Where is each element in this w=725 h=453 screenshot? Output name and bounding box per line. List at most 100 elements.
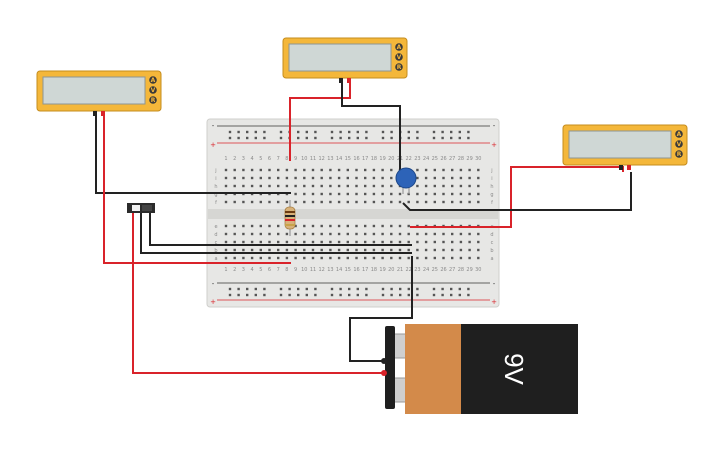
- rail-hole[interactable]: [365, 136, 368, 140]
- rail-hole[interactable]: [432, 136, 436, 140]
- terminal-hole[interactable]: [329, 232, 332, 236]
- terminal-hole[interactable]: [477, 240, 480, 244]
- terminal-hole[interactable]: [372, 200, 376, 204]
- terminal-hole[interactable]: [320, 224, 323, 228]
- terminal-hole[interactable]: [320, 168, 323, 172]
- terminal-hole[interactable]: [233, 256, 236, 260]
- rail-hole[interactable]: [279, 287, 283, 291]
- terminal-hole[interactable]: [303, 168, 306, 172]
- terminal-hole[interactable]: [242, 232, 245, 236]
- wire-black-right-meter[interactable]: [402, 172, 632, 211]
- terminal-hole[interactable]: [311, 256, 315, 260]
- terminal-hole[interactable]: [390, 224, 393, 228]
- terminal-hole[interactable]: [364, 232, 367, 236]
- terminal-hole[interactable]: [459, 248, 463, 252]
- terminal-hole[interactable]: [364, 184, 367, 188]
- rail-hole[interactable]: [279, 293, 283, 297]
- rail-hole[interactable]: [390, 293, 393, 297]
- terminal-hole[interactable]: [442, 248, 445, 252]
- terminal-hole[interactable]: [407, 200, 410, 204]
- capacitor[interactable]: [395, 167, 417, 194]
- terminal-hole[interactable]: [424, 248, 428, 252]
- terminal-hole[interactable]: [468, 248, 471, 252]
- rail-hole[interactable]: [263, 287, 266, 291]
- terminal-hole[interactable]: [355, 256, 358, 260]
- terminal-hole[interactable]: [311, 240, 315, 244]
- terminal-hole[interactable]: [459, 176, 463, 180]
- rail-hole[interactable]: [467, 293, 470, 297]
- multimeter-red-jack[interactable]: [347, 78, 351, 83]
- terminal-hole[interactable]: [329, 168, 332, 172]
- multimeter-red-jack[interactable]: [627, 165, 631, 170]
- rail-hole[interactable]: [416, 136, 419, 140]
- wire-black-switch-2[interactable]: [149, 213, 412, 246]
- terminal-hole[interactable]: [242, 256, 245, 260]
- rail-hole[interactable]: [339, 293, 342, 297]
- terminal-hole[interactable]: [224, 168, 228, 172]
- rail-hole[interactable]: [467, 136, 470, 140]
- terminal-hole[interactable]: [268, 240, 271, 244]
- terminal-hole[interactable]: [381, 248, 384, 252]
- terminal-hole[interactable]: [390, 248, 393, 252]
- terminal-hole[interactable]: [372, 224, 376, 228]
- switch-knob[interactable]: [132, 205, 140, 211]
- terminal-hole[interactable]: [364, 168, 367, 172]
- rail-hole[interactable]: [279, 130, 283, 134]
- terminal-hole[interactable]: [277, 240, 280, 244]
- rail-hole[interactable]: [441, 136, 444, 140]
- terminal-hole[interactable]: [303, 176, 306, 180]
- terminal-hole[interactable]: [442, 240, 445, 244]
- terminal-hole[interactable]: [303, 256, 306, 260]
- terminal-hole[interactable]: [407, 256, 410, 260]
- terminal-hole[interactable]: [329, 176, 332, 180]
- terminal-hole[interactable]: [477, 192, 480, 196]
- terminal-hole[interactable]: [355, 200, 358, 204]
- rail-hole[interactable]: [246, 136, 249, 140]
- terminal-hole[interactable]: [346, 248, 349, 252]
- terminal-hole[interactable]: [398, 248, 402, 252]
- terminal-hole[interactable]: [424, 176, 428, 180]
- terminal-hole[interactable]: [337, 248, 341, 252]
- terminal-hole[interactable]: [294, 240, 297, 244]
- terminal-hole[interactable]: [407, 232, 410, 236]
- rail-hole[interactable]: [399, 293, 402, 297]
- terminal-hole[interactable]: [407, 248, 410, 252]
- breadboard-holes[interactable]: [224, 130, 480, 297]
- terminal-hole[interactable]: [337, 168, 341, 172]
- terminal-hole[interactable]: [451, 192, 454, 196]
- multimeter-black-jack[interactable]: [339, 78, 343, 83]
- terminal-hole[interactable]: [259, 248, 262, 252]
- terminal-hole[interactable]: [294, 184, 297, 188]
- wire-black-battery[interactable]: [349, 256, 413, 362]
- terminal-hole[interactable]: [346, 224, 349, 228]
- terminal-hole[interactable]: [311, 248, 315, 252]
- terminal-hole[interactable]: [320, 256, 323, 260]
- terminal-hole[interactable]: [451, 200, 454, 204]
- terminal-hole[interactable]: [424, 200, 428, 204]
- rail-hole[interactable]: [330, 130, 334, 134]
- terminal-hole[interactable]: [329, 256, 332, 260]
- rail-hole[interactable]: [390, 136, 393, 140]
- terminal-hole[interactable]: [459, 256, 463, 260]
- terminal-hole[interactable]: [277, 176, 280, 180]
- terminal-hole[interactable]: [259, 200, 262, 204]
- terminal-hole[interactable]: [233, 168, 236, 172]
- terminal-hole[interactable]: [398, 232, 402, 236]
- multimeter-red-jack[interactable]: [101, 111, 105, 116]
- multimeter-left[interactable]: AVR: [36, 70, 162, 116]
- rail-hole[interactable]: [254, 136, 257, 140]
- rail-hole[interactable]: [348, 136, 351, 140]
- multimeter-mode-button[interactable]: [149, 96, 157, 104]
- rail-hole[interactable]: [305, 293, 308, 297]
- terminal-hole[interactable]: [442, 256, 445, 260]
- terminal-hole[interactable]: [364, 224, 367, 228]
- rail-hole[interactable]: [390, 287, 393, 291]
- terminal-hole[interactable]: [285, 168, 289, 172]
- terminal-hole[interactable]: [346, 168, 349, 172]
- terminal-hole[interactable]: [407, 240, 410, 244]
- terminal-hole[interactable]: [433, 176, 436, 180]
- terminal-hole[interactable]: [459, 192, 463, 196]
- terminal-hole[interactable]: [468, 176, 471, 180]
- terminal-hole[interactable]: [329, 248, 332, 252]
- rail-hole[interactable]: [365, 293, 368, 297]
